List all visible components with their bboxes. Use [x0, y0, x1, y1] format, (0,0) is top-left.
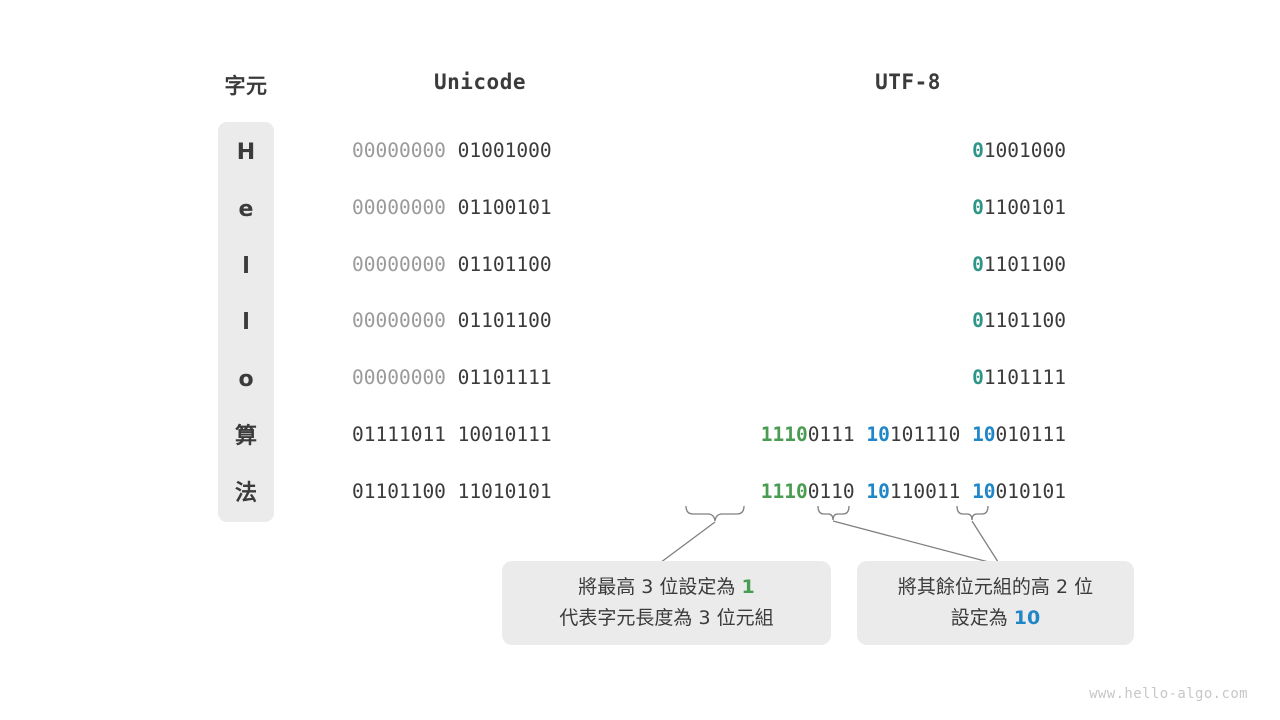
- utf8-bit-segment-teal: 0: [972, 309, 984, 333]
- utf8-bit-segment-dark: 1101100: [983, 309, 1066, 333]
- utf8-bit-segment-blue: 10: [972, 479, 996, 503]
- character-column-panel: [218, 122, 274, 522]
- utf8-bit-segment-green: 1110: [760, 423, 808, 446]
- unicode-bits: 00000000 01100101: [352, 198, 552, 218]
- unicode-padding-byte: 00000000: [352, 139, 458, 162]
- unicode-value-bits: 01100101: [457, 195, 552, 219]
- brace-3byte-prefix: [685, 505, 745, 522]
- callout-3byte-prefix: 將最高 3 位設定為 1 代表字元長度為 3 位元組: [502, 561, 831, 645]
- callout-continuation-prefix: 將其餘位元組的高 2 位 設定為 10: [857, 561, 1134, 645]
- column-header-utf8: UTF-8: [875, 70, 941, 94]
- unicode-padding-byte: 00000000: [352, 309, 458, 333]
- callout-left-line-1-text: 將最高 3 位設定為: [578, 575, 742, 598]
- column-header-character: 字元: [224, 74, 268, 98]
- utf8-bit-segment-dark: 0110: [807, 479, 867, 503]
- unicode-bits: 01101100 11010101: [352, 482, 552, 502]
- column-header-unicode: Unicode: [433, 70, 526, 94]
- leader-right-callout-a: [832, 520, 1001, 566]
- utf8-bit-segment-teal: 0: [972, 139, 984, 162]
- character-cell: o: [238, 367, 254, 393]
- unicode-bits: 00000000 01101111: [352, 368, 552, 388]
- unicode-value-bits: 01101100: [457, 252, 552, 276]
- callout-right-line-2: 設定為 10: [951, 603, 1041, 634]
- utf8-bit-segment-dark: 1101100: [983, 252, 1066, 276]
- utf8-bit-segment-dark: 1001000: [983, 139, 1066, 162]
- unicode-value-bits: 01101111: [457, 366, 552, 390]
- utf8-bit-segment-dark: 1100101: [983, 195, 1066, 219]
- unicode-padding-byte: 00000000: [352, 252, 458, 276]
- utf8-bit-segment-blue: 10: [972, 423, 996, 446]
- utf8-bits: 01101100: [972, 252, 1066, 276]
- utf8-bits: 11100111 10101110 10010111: [761, 425, 1066, 445]
- utf8-bit-segment-green: 1110: [760, 479, 808, 503]
- character-cell: l: [242, 253, 250, 279]
- utf8-bit-segment-dark: 0111: [807, 423, 867, 446]
- utf8-bits: 11100110 10110011 10010101: [761, 482, 1066, 502]
- character-cell: H: [236, 140, 256, 165]
- utf8-bit-segment-dark: 010101: [995, 479, 1066, 503]
- unicode-bits: 00000000 01001000: [352, 141, 552, 161]
- unicode-value-bits: 01101100 11010101: [352, 479, 552, 503]
- utf8-bit-segment-dark: 1101111: [983, 366, 1066, 390]
- character-cell: l: [242, 310, 250, 336]
- unicode-padding-byte: 00000000: [352, 195, 458, 219]
- character-cell: 法: [234, 480, 257, 506]
- callout-left-line-1: 將最高 3 位設定為 1: [578, 572, 754, 603]
- callout-left-highlight: 1: [741, 575, 755, 598]
- utf8-bits: 01100101: [972, 198, 1066, 218]
- utf8-bit-segment-dark: 101110: [889, 423, 973, 446]
- unicode-value-bits: 01101100: [457, 309, 552, 333]
- unicode-bits: 00000000 01101100: [352, 311, 552, 331]
- utf8-bits: 01101111: [972, 368, 1066, 388]
- unicode-bits: 01111011 10010111: [352, 425, 552, 445]
- utf8-bit-segment-teal: 0: [972, 252, 984, 276]
- character-cell: e: [238, 196, 254, 222]
- utf8-bits: 01101100: [972, 311, 1066, 331]
- callout-right-line-1: 將其餘位元組的高 2 位: [897, 575, 1094, 598]
- callout-right-line-2-text: 設定為: [950, 607, 1014, 629]
- utf8-bit-segment-blue: 10: [866, 479, 890, 503]
- brace-continuation-1: [817, 505, 850, 521]
- callout-right-highlight: 10: [1013, 607, 1041, 629]
- utf8-bits: 01001000: [972, 141, 1066, 161]
- unicode-value-bits: 01001000: [457, 139, 552, 162]
- utf8-bit-segment-teal: 0: [972, 366, 984, 390]
- callout-left-line-2: 代表字元長度為 3 位元組: [559, 607, 774, 629]
- character-cell: 算: [234, 424, 257, 449]
- unicode-padding-byte: 00000000: [352, 366, 458, 390]
- unicode-value-bits: 01111011 10010111: [352, 423, 552, 446]
- unicode-bits: 00000000 01101100: [352, 252, 552, 276]
- leader-right-callout-b: [971, 520, 1001, 566]
- utf8-bit-segment-blue: 10: [866, 423, 890, 446]
- brace-continuation-2: [956, 505, 989, 521]
- site-watermark: www.hello-algo.com: [1089, 686, 1248, 702]
- utf8-bit-segment-dark: 110011: [889, 479, 973, 503]
- utf8-bit-segment-teal: 0: [972, 195, 984, 219]
- utf8-bit-segment-dark: 010111: [995, 423, 1066, 446]
